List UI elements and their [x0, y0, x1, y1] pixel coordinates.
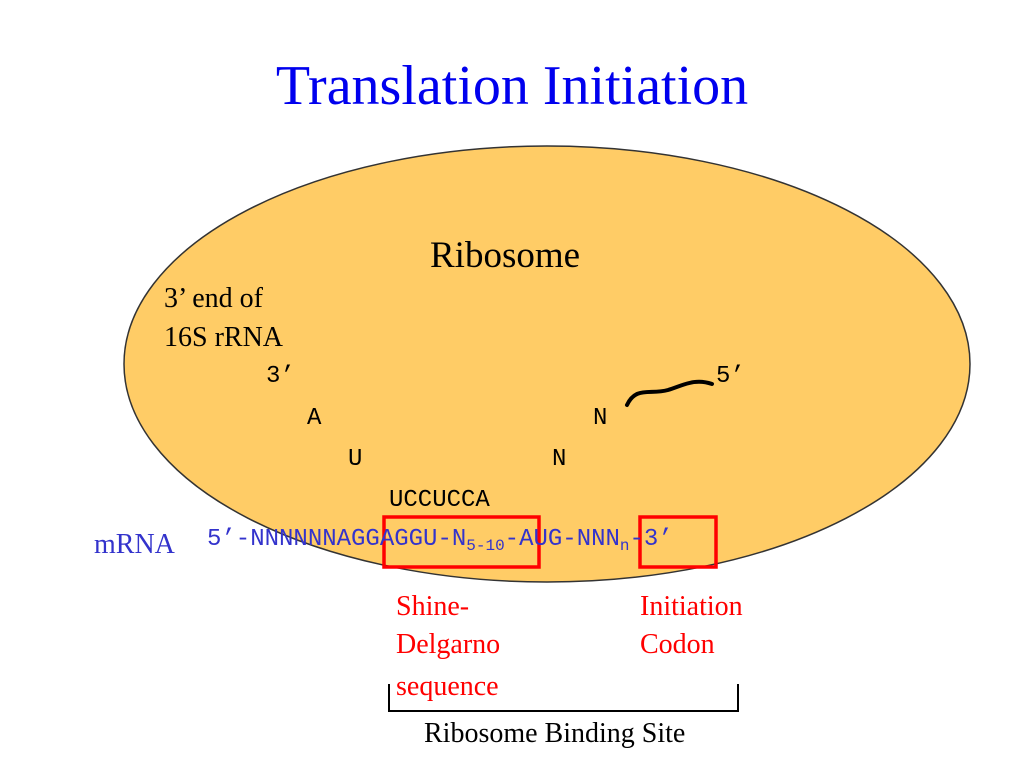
- rrna-5prime-end: 5’: [716, 363, 745, 390]
- mrna-label: mRNA: [94, 529, 175, 560]
- rrna-label-line2: 16S rRNA: [164, 322, 284, 353]
- mrna-spacer-dash: -: [504, 526, 520, 553]
- initiation-codon-label-line1: Initiation: [640, 591, 743, 622]
- slide-title: Translation Initiation: [275, 55, 749, 117]
- shine-dalgarno-box: [382, 515, 541, 569]
- ribosome-binding-site-label: Ribosome Binding Site: [424, 718, 686, 749]
- rrna-pairing-sequence: UCCUCCA: [389, 487, 490, 514]
- shine-dalgarno-sequence: AGGAGGU: [336, 526, 438, 553]
- start-codon-box: [638, 515, 718, 569]
- mrna-spacer: -N: [437, 526, 467, 553]
- ribosome-label: Ribosome: [430, 235, 581, 276]
- rrna-label-line1: 3’ end of: [164, 283, 263, 314]
- shine-dalgarno-label-line3: sequence: [396, 671, 499, 702]
- rrna-base-u: U: [348, 446, 363, 473]
- start-codon: AUG: [519, 526, 563, 553]
- mrna-spacer-subscript: 5-10: [466, 537, 505, 555]
- rrna-base-a: A: [307, 405, 322, 432]
- mrna-coding-segment: -NNN: [562, 526, 620, 553]
- mrna-3prime-end: -3’: [629, 526, 673, 553]
- mrna-coding-subscript: n: [619, 537, 630, 555]
- rrna-5prime-tail: [625, 379, 714, 407]
- rrna-base-n1: N: [593, 405, 608, 432]
- mrna-5prime-segment: 5’-NNNNNN: [207, 526, 337, 553]
- mrna-sequence: 5’-NNNNNNAGGAGGU-N5-10-AUG-NNNn-3’: [207, 526, 673, 555]
- initiation-codon-label-line2: Codon: [640, 629, 715, 660]
- ribosome-ellipse: [123, 145, 971, 583]
- rrna-base-n2: N: [552, 446, 567, 473]
- shine-dalgarno-label-line1: Shine-: [396, 591, 470, 622]
- shine-dalgarno-label-line2: Delgarno: [396, 629, 501, 660]
- rrna-3prime-end: 3’: [266, 363, 295, 390]
- binding-site-bracket: [388, 684, 739, 712]
